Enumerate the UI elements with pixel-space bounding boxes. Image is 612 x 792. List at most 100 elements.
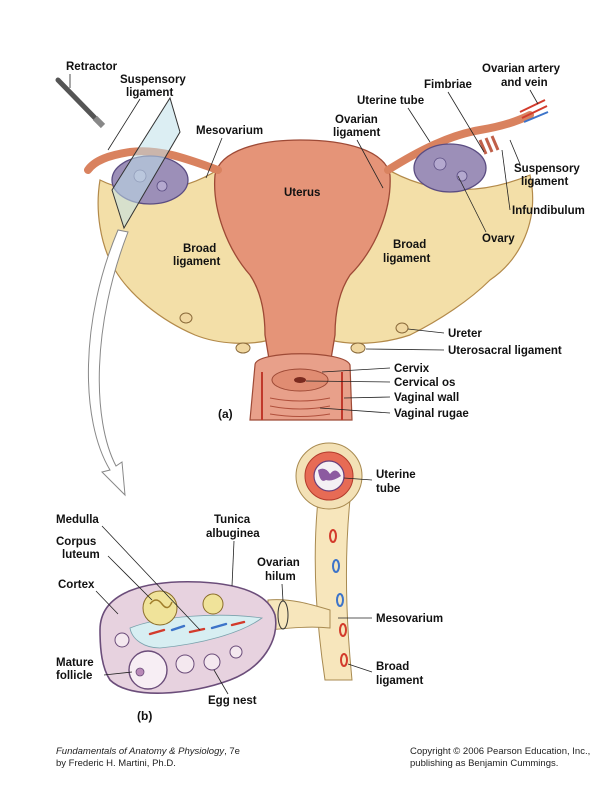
- panel-a-labels: Retractor Suspensory ligament Mesovarium…: [66, 61, 585, 421]
- uterus-shape: [213, 139, 391, 366]
- mature-follicle-shape: [128, 650, 168, 690]
- egg-nest-shape: [114, 632, 130, 648]
- leader-broad-b: [347, 663, 373, 673]
- footer-copyright: Copyright © 2006 Pearson Education, Inc.…: [410, 746, 590, 770]
- label-suspensory-left-line2: ligament: [126, 87, 173, 99]
- label-uterus: Uterus: [284, 187, 320, 199]
- label-tunica-line2: albuginea: [206, 528, 260, 540]
- leader-mature-follicle: [103, 671, 133, 676]
- right-ovary-shape: [413, 143, 487, 193]
- label-broad-right-line1: Broad: [393, 239, 426, 251]
- label-egg-nest: Egg nest: [208, 695, 257, 707]
- leader-ovarian-ligament: [356, 139, 384, 189]
- leader-uterine-tube-b: [343, 477, 373, 481]
- leader-suspensory-right: [509, 139, 521, 165]
- label-uterine-tube-a: Uterine tube: [357, 95, 424, 107]
- right-fimbriae-shape: [478, 135, 500, 155]
- corpus-luteum-small: [202, 593, 224, 615]
- retractor-shape: [55, 77, 98, 121]
- corpus-luteum-core: [149, 599, 173, 609]
- label-suspensory-left-line1: Suspensory: [120, 74, 186, 86]
- section-plane: [111, 96, 181, 230]
- right-uterine-tube-shape: [384, 111, 534, 174]
- leader-uterine-tube-a: [407, 107, 431, 143]
- label-broad-left-line1: Broad: [183, 243, 216, 255]
- leader-ovary: [457, 175, 487, 233]
- vessel-red: [339, 623, 347, 637]
- leader-vaginal-wall: [343, 396, 391, 399]
- label-cervical-os: Cervical os: [394, 377, 455, 389]
- panel-b-illustration: [99, 442, 363, 694]
- book-author: by Frederic H. Martini, Ph.D.: [56, 758, 176, 769]
- vaginal-wall-line: [261, 372, 343, 420]
- egg-nest-shape: [229, 645, 243, 659]
- uterosacral-right-shape: [350, 342, 366, 354]
- footer-citation: Fundamentals of Anatomy & Physiology, 7e…: [56, 746, 240, 770]
- panel-a-illustration: [55, 77, 549, 497]
- label-infundibulum: Infundibulum: [512, 205, 585, 217]
- leader-egg-nest: [213, 669, 229, 695]
- egg-nest-shape: [175, 654, 195, 674]
- cervical-os-shape: [294, 377, 306, 383]
- leader-ureter: [407, 328, 445, 334]
- label-broad-b-line1: Broad: [376, 661, 409, 673]
- vaginal-rugae-lines: [269, 397, 331, 417]
- label-suspensory-right-line2: ligament: [521, 176, 568, 188]
- broad-ligament-column-shape: [314, 499, 353, 681]
- label-corpus-luteum-line1: Corpus: [56, 536, 96, 548]
- ovarian-vein-shape: [523, 111, 549, 123]
- label-fimbriae: Fimbriae: [424, 79, 472, 91]
- panel-b-tag: (b): [137, 709, 152, 723]
- label-tunica-line1: Tunica: [214, 514, 251, 526]
- label-vaginal-rugae: Vaginal rugae: [394, 408, 469, 420]
- panel-b-labels: Uterine tube Medulla Corpus luteum Corte…: [56, 469, 443, 723]
- label-mesovarium-b: Mesovarium: [376, 613, 443, 625]
- label-ovarian-ligament-line2: ligament: [333, 127, 380, 139]
- right-ovary-follicle: [433, 157, 447, 171]
- label-ovarian-ligament-line1: Ovarian: [335, 114, 378, 126]
- leader-tunica: [231, 540, 235, 587]
- retractor-tip-shape: [92, 115, 106, 129]
- label-broad-left-line2: ligament: [173, 256, 220, 268]
- label-medulla: Medulla: [56, 514, 99, 526]
- label-uterine-tube-b-line1: Uterine: [376, 469, 416, 481]
- mature-follicle-oocyte: [135, 667, 145, 677]
- label-ovarian-hilum-line2: hilum: [265, 571, 296, 583]
- panel-a-tag: (a): [218, 407, 233, 421]
- label-ovarian-hilum-line1: Ovarian: [257, 557, 300, 569]
- label-ovary: Ovary: [482, 233, 515, 245]
- ureter-left-shape: [179, 312, 193, 324]
- leader-corpus-luteum: [107, 555, 153, 601]
- vessel-blue: [336, 593, 344, 607]
- vessel-red: [329, 529, 337, 543]
- label-cervix: Cervix: [394, 363, 430, 375]
- medulla-vessel-red: [148, 620, 246, 636]
- label-uterine-tube-b-line2: tube: [376, 483, 400, 495]
- leader-vaginal-rugae: [319, 407, 391, 414]
- book-edition: , 7e: [224, 746, 240, 757]
- ovarian-vessels-shape: [519, 99, 548, 119]
- label-cortex: Cortex: [58, 579, 95, 591]
- medulla-vessel-blue: [170, 622, 228, 632]
- left-ovary-follicle: [156, 180, 168, 192]
- uterine-tube-lumen: [318, 468, 341, 481]
- label-mesovarium-a: Mesovarium: [196, 125, 263, 137]
- label-broad-right-line2: ligament: [383, 253, 430, 265]
- label-retractor: Retractor: [66, 61, 118, 73]
- label-uterosacral: Uterosacral ligament: [448, 345, 562, 357]
- label-vaginal-wall: Vaginal wall: [394, 392, 459, 404]
- leader-medulla: [101, 525, 201, 631]
- right-ovary-follicle: [456, 170, 468, 182]
- footer-title-line: Fundamentals of Anatomy & Physiology, 7e: [56, 746, 240, 758]
- leader-infundibulum: [501, 149, 511, 211]
- vessel-blue: [332, 559, 340, 573]
- book-title: Fundamentals of Anatomy & Physiology: [56, 746, 225, 757]
- label-ureter: Ureter: [448, 328, 482, 340]
- label-suspensory-right-line1: Suspensory: [514, 163, 580, 175]
- left-uterine-tube-shape: [84, 147, 222, 174]
- label-broad-b-line2: ligament: [376, 675, 423, 687]
- label-ovarian-artery-line2: and vein: [501, 77, 548, 89]
- label-mature-follicle-line2: follicle: [56, 670, 92, 682]
- leader-fimbriae: [447, 91, 485, 153]
